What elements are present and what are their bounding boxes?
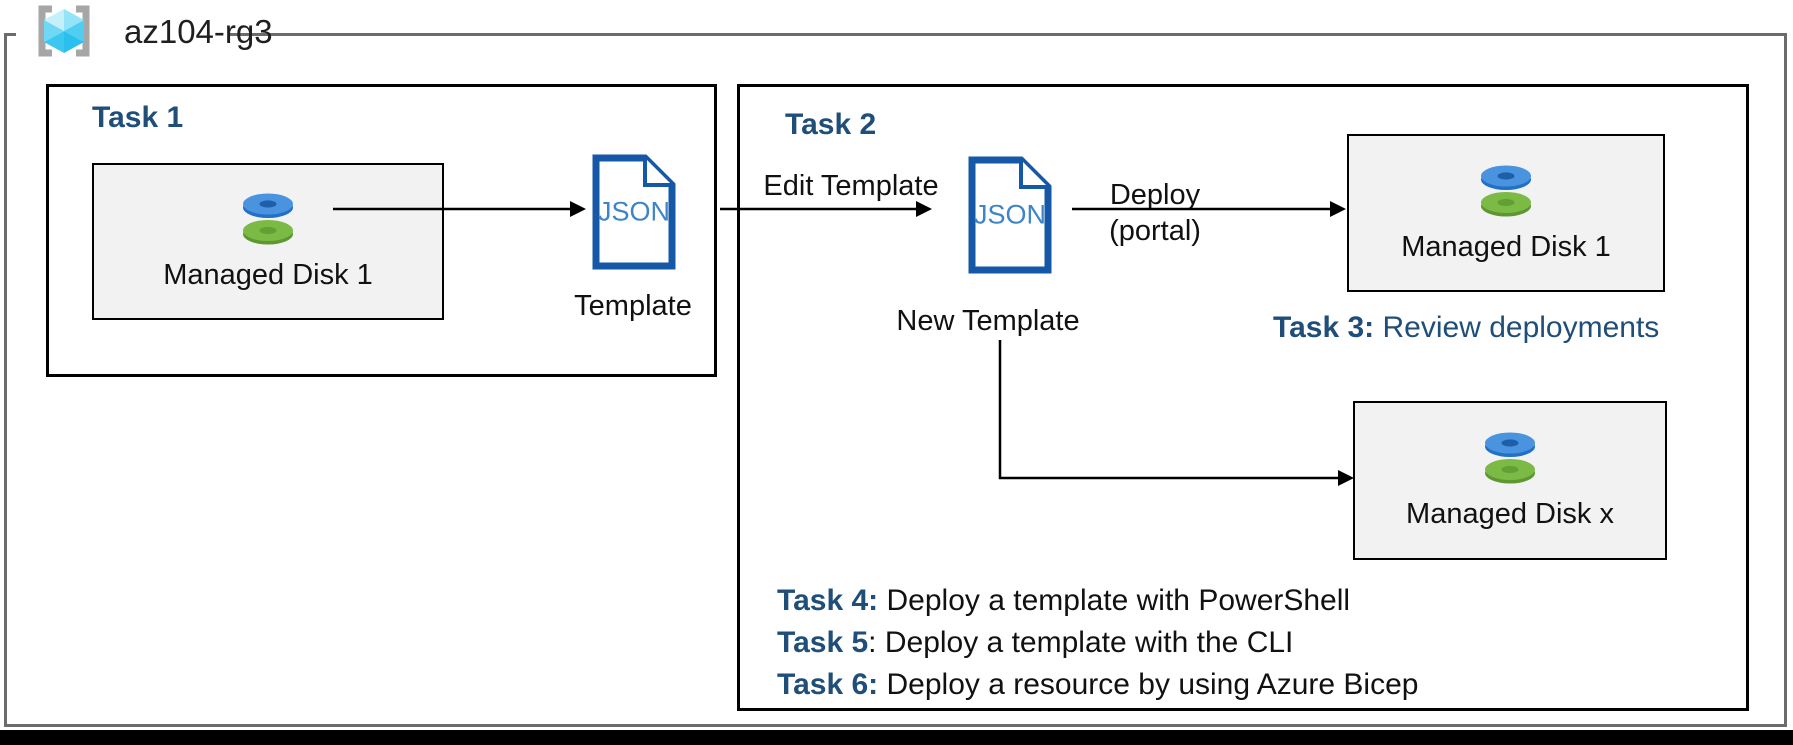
resource-group-border (4, 33, 1787, 727)
managed-disk-1-label: Managed Disk 1 (1401, 230, 1611, 263)
json-doc-label: JSON (973, 199, 1046, 230)
task5-line: Task 5: Deploy a template with the CLI (777, 622, 1418, 664)
new-template-json-icon: JSON (966, 154, 1054, 276)
disk-blue (1485, 432, 1535, 457)
managed-disk-x-box: Managed Disk x (1353, 401, 1667, 560)
resource-group-name: az104-rg3 (124, 13, 273, 50)
task6-label: Task 6: (777, 668, 879, 701)
disk-green (1481, 191, 1531, 216)
template-caption: Template (574, 290, 692, 322)
managed-disk-icon (243, 193, 293, 245)
json-doc-label: JSON (597, 196, 670, 227)
managed-disk-1-label: Managed Disk 1 (163, 259, 373, 291)
bracket-left (38, 5, 52, 57)
disk-blue (243, 193, 293, 218)
task3-text: Review deployments (1374, 311, 1660, 344)
managed-disk-1-box: Managed Disk 1 (92, 163, 444, 320)
task4-line: Task 4: Deploy a template with PowerShel… (777, 580, 1418, 622)
json-template-icon: JSON (590, 152, 678, 272)
task5-label: Task 5 (777, 626, 869, 659)
bracket-right (76, 5, 90, 57)
bottom-black-bar (0, 730, 1793, 745)
edit-template-arrow-label: Edit Template (763, 170, 939, 202)
managed-disk-icon (1481, 165, 1531, 216)
task4-label: Task 4: (777, 584, 879, 617)
disk-green (1485, 459, 1535, 484)
task4-text: Deploy a template with PowerShell (878, 584, 1351, 617)
disk-blue (1481, 165, 1531, 190)
task3-label: Task 3: (1273, 311, 1375, 344)
task3-caption: Task 3: Review deployments (1273, 311, 1659, 345)
resource-group-icon (38, 5, 90, 57)
task-list: Task 4: Deploy a template with PowerShel… (777, 580, 1418, 706)
deploy-label-line2: (portal) (1109, 215, 1201, 247)
managed-disk-icon (1485, 432, 1535, 484)
managed-disk-1-deployed-box: Managed Disk 1 (1347, 134, 1665, 292)
cube-glyph (44, 9, 84, 53)
disk-green (243, 220, 293, 245)
new-template-caption: New Template (896, 305, 1080, 337)
task6-line: Task 6: Deploy a resource by using Azure… (777, 664, 1418, 706)
task2-title: Task 2 (785, 108, 877, 141)
deploy-label-line1: Deploy (1109, 179, 1201, 211)
task1-title: Task 1 (92, 101, 184, 134)
task6-text: Deploy a resource by using Azure Bicep (878, 668, 1419, 701)
managed-disk-x-label: Managed Disk x (1406, 498, 1614, 530)
deploy-portal-arrow-label: Deploy (portal) (1085, 177, 1225, 249)
task5-text: : Deploy a template with the CLI (868, 626, 1294, 659)
